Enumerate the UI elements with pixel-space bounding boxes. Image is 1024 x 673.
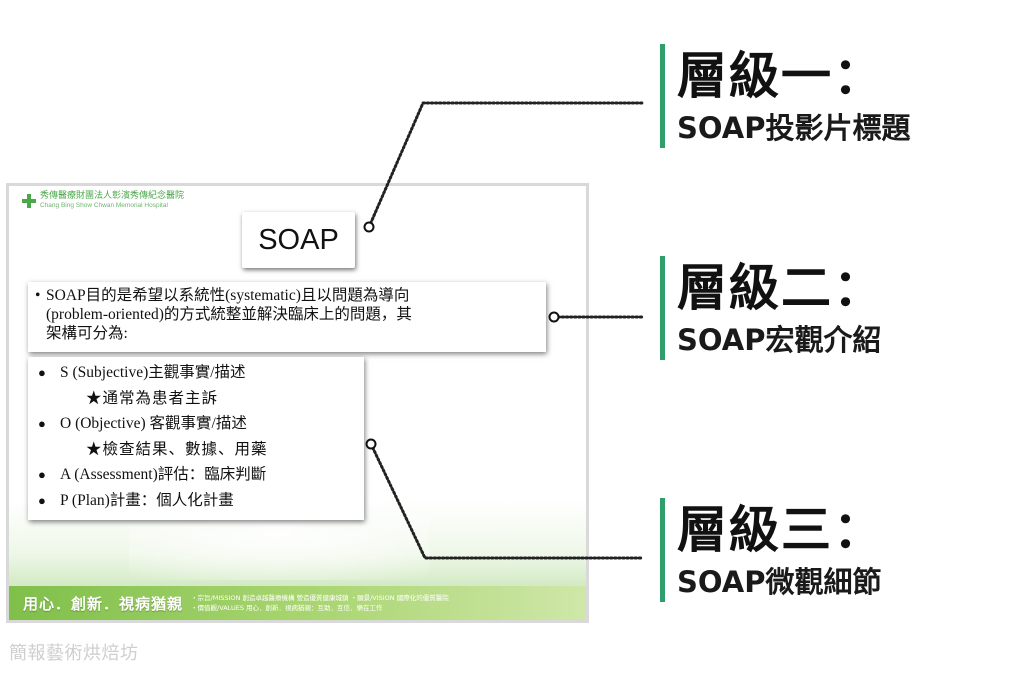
intro-bullet: • [35, 287, 41, 304]
connector-level-one [367, 101, 645, 229]
slide-title: SOAP [258, 223, 339, 256]
level-two-subtitle: SOAP宏觀介紹 [677, 323, 882, 357]
item-subnote: ★檢查結果、數據、用藥 [86, 440, 268, 458]
item-label: A (Assessment)評估：臨床判斷 [60, 466, 267, 483]
bullet-icon: ● [38, 416, 46, 431]
level-one-subtitle: SOAP投影片標題 [677, 111, 911, 145]
bullet-icon: ● [38, 492, 46, 508]
slide-thumbnail: 秀傳醫療財團法人彰濱秀傳紀念醫院 Chang Bing Show Chwan M… [6, 183, 589, 623]
item-subnote: ★通常為患者主訴 [86, 389, 219, 407]
detail-box: ● S (Subjective)主觀事實/描述 ★通常為患者主訴 ● O (Ob… [28, 357, 364, 520]
connector-dot-level-one [363, 221, 375, 233]
slide-footer: 用心．創新．視病猶親 ・宗旨/MISSION 創造卓越醫療機構 營造優質健康城鎮… [9, 586, 586, 620]
list-item: ● S (Subjective)主觀事實/描述 [38, 360, 358, 386]
item-label: P (Plan)計畫：個人化計畫 [60, 491, 234, 509]
intro-line: (problem-oriented)的方式統整並解決臨床上的問題，其 [46, 306, 412, 323]
level-one-title: 層級一： [677, 47, 885, 105]
cross-icon [22, 194, 36, 208]
watermark: 簡報藝術烘焙坊 [9, 643, 139, 664]
hospital-name-cn: 秀傳醫療財團法人彰濱秀傳紀念醫院 [40, 191, 185, 201]
level-one-label: 層級一： SOAP投影片標題 [660, 44, 910, 148]
connector-level-three [369, 442, 645, 560]
item-label: O (Objective) 客觀事實/描述 [60, 415, 247, 432]
intro-line: 架構可分為: [46, 325, 128, 342]
footer-values: ・價值觀/VALUES 用心．創新．視病猶親：互助．互信．樂在工作 [191, 604, 383, 612]
footer-mission: ・宗旨/MISSION 創造卓越醫療機構 營造優質健康城鎮 ・願景/VISION… [191, 594, 449, 602]
connector-dot-level-two [548, 311, 560, 323]
hospital-name-en: Chang Bing Show Chwan Memorial Hospital [40, 202, 168, 209]
intro-box: • SOAP目的是希望以系統性(systematic)且以問題為導向 (prob… [28, 282, 546, 352]
slide-title-box: SOAP [242, 212, 355, 268]
level-three-title: 層級三： [677, 501, 885, 559]
intro-line: SOAP目的是希望以系統性(systematic)且以問題為導向 [46, 287, 410, 304]
level-two-label: 層級二： SOAP宏觀介紹 [660, 256, 885, 360]
hospital-logo: 秀傳醫療財團法人彰濱秀傳紀念醫院 Chang Bing Show Chwan M… [22, 192, 184, 210]
level-three-subtitle: SOAP微觀細節 [677, 565, 882, 599]
bullet-icon: ● [38, 365, 46, 380]
list-item: ● P (Plan)計畫：個人化計畫 [38, 488, 358, 514]
item-label: S (Subjective)主觀事實/描述 [60, 364, 246, 381]
list-item: ● O (Objective) 客觀事實/描述 [38, 411, 358, 437]
bullet-icon: ● [38, 467, 46, 482]
footer-motto: 用心．創新．視病猶親 [23, 594, 184, 613]
level-two-title: 層級二： [677, 259, 885, 317]
level-three-label: 層級三： SOAP微觀細節 [660, 498, 885, 602]
list-item: ● A (Assessment)評估：臨床判斷 [38, 462, 358, 488]
connector-dot-level-three [365, 438, 377, 450]
